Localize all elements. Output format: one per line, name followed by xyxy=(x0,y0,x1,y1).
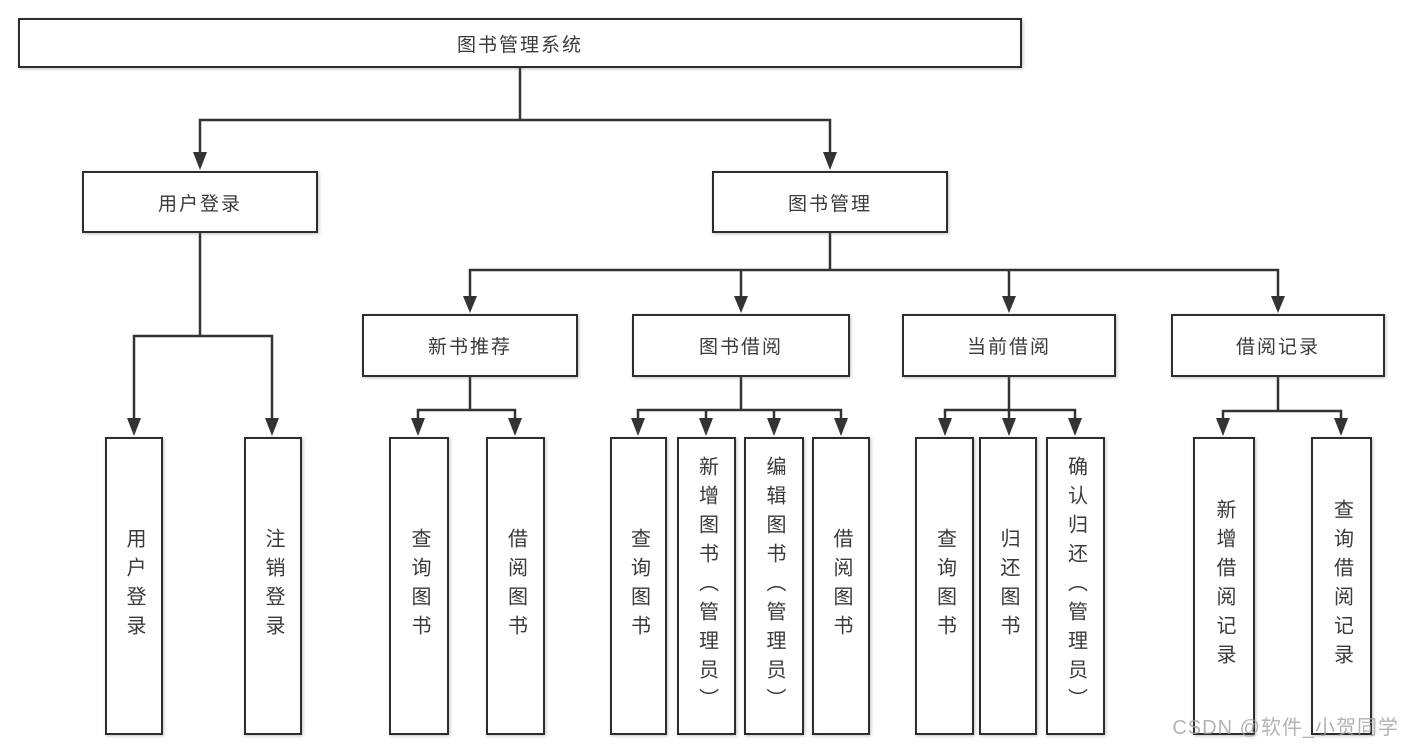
node-library-management-system: 图书管理系统 xyxy=(18,18,1022,68)
arrowhead xyxy=(411,418,425,436)
leaf-return-book: 归还图书 xyxy=(979,437,1037,735)
leaf-user-login: 用户登录 xyxy=(105,437,163,735)
leaf-query-borrow-record-label: 查询借阅记录 xyxy=(1330,499,1353,673)
leaf-confirm-return-admin: 确认归还（管理员） xyxy=(1046,437,1105,735)
arrowhead xyxy=(631,418,645,436)
connector-bookborrow-rail xyxy=(636,408,843,421)
leaf-query-books-recommend-label: 查询图书 xyxy=(408,528,430,644)
arrowhead xyxy=(508,418,522,436)
arrowhead xyxy=(699,418,713,436)
leaf-edit-book-admin-label: 编辑图书（管理员） xyxy=(763,455,785,717)
node-user-login: 用户登录 xyxy=(82,171,318,233)
node-book-management: 图书管理 xyxy=(712,171,948,233)
arrowhead xyxy=(1271,296,1285,313)
leaf-add-book-admin: 新增图书（管理员） xyxy=(677,437,736,735)
arrowhead xyxy=(265,418,279,436)
leaf-query-books-recommend: 查询图书 xyxy=(389,437,449,735)
connector-level2-rail xyxy=(198,118,832,155)
leaf-add-book-admin-label: 新增图书（管理员） xyxy=(695,455,718,717)
leaf-query-books-current: 查询图书 xyxy=(915,437,974,735)
leaf-query-books-borrow-label: 查询图书 xyxy=(627,528,650,644)
arrowhead xyxy=(938,418,952,436)
arrowhead xyxy=(463,296,477,313)
leaf-query-books-borrow: 查询图书 xyxy=(610,437,667,735)
arrowhead xyxy=(1216,418,1230,436)
arrowhead xyxy=(1002,296,1016,313)
arrowhead xyxy=(834,418,848,436)
arrowhead xyxy=(767,418,781,436)
arrowhead xyxy=(193,152,207,170)
connector-userlogin-rail xyxy=(132,334,274,421)
connector-records-rail xyxy=(1221,409,1343,421)
arrowhead xyxy=(1002,418,1016,436)
arrowhead xyxy=(823,152,837,170)
node-borrow-records: 借阅记录 xyxy=(1171,314,1385,377)
leaf-add-borrow-record: 新增借阅记录 xyxy=(1193,437,1255,735)
connector-level3-rail xyxy=(468,268,1280,298)
arrowheads xyxy=(127,152,1348,436)
leaf-return-book-label: 归还图书 xyxy=(997,528,1019,644)
leaf-borrow-books: 借阅图书 xyxy=(812,437,870,735)
connector-newbook-rail xyxy=(416,408,517,421)
leaf-edit-book-admin: 编辑图书（管理员） xyxy=(744,437,804,735)
leaf-add-borrow-record-label: 新增借阅记录 xyxy=(1213,499,1235,673)
leaf-query-books-current-label: 查询图书 xyxy=(933,528,956,644)
leaf-borrow-books-recommend: 借阅图书 xyxy=(486,437,545,735)
leaf-confirm-return-admin-label: 确认归还（管理员） xyxy=(1064,455,1087,717)
leaf-logout-label: 注销登录 xyxy=(262,528,284,644)
arrowhead xyxy=(1334,418,1348,436)
leaf-query-borrow-record: 查询借阅记录 xyxy=(1311,437,1372,735)
csdn-watermark: CSDN @软件_小贺同学 xyxy=(1172,717,1399,739)
leaf-borrow-books-recommend-label: 借阅图书 xyxy=(504,528,527,644)
node-new-book-recommend: 新书推荐 xyxy=(362,314,578,377)
leaf-borrow-books-label: 借阅图书 xyxy=(830,528,852,644)
arrowhead xyxy=(1068,418,1082,436)
arrowhead xyxy=(127,418,141,436)
node-book-borrow: 图书借阅 xyxy=(632,314,850,377)
arrowhead xyxy=(734,296,748,313)
node-current-borrow: 当前借阅 xyxy=(902,314,1116,377)
leaf-user-login-label: 用户登录 xyxy=(123,528,145,644)
leaf-logout: 注销登录 xyxy=(244,437,302,735)
